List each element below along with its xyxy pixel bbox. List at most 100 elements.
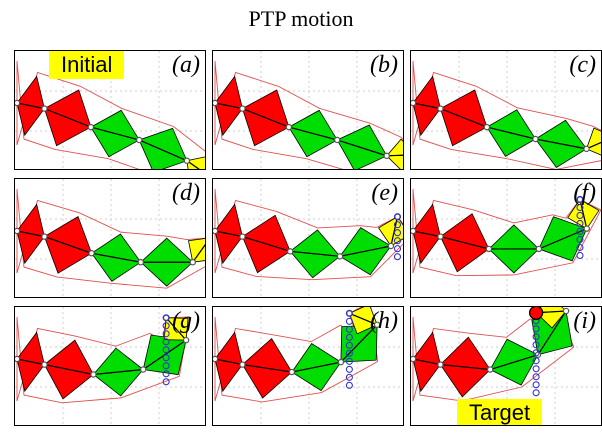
trajectory-point xyxy=(162,362,170,370)
trajectory-point xyxy=(576,243,584,252)
joint-marker xyxy=(437,233,444,240)
joint-marker xyxy=(411,355,417,363)
trajectory-point xyxy=(576,203,584,212)
trajectory-point xyxy=(576,211,584,220)
link-triangle xyxy=(139,261,194,287)
panel-e: (e) xyxy=(212,178,404,298)
trajectory-point xyxy=(162,330,170,338)
trajectory-point xyxy=(162,378,170,386)
panel-a: (a) Initial xyxy=(14,50,206,170)
trajectory-point xyxy=(576,219,584,228)
panel-c: (c) xyxy=(410,50,602,170)
trajectory-point xyxy=(576,251,584,260)
trajectory-point xyxy=(345,309,353,317)
panel-label: (c) xyxy=(569,52,596,78)
joint-marker xyxy=(15,99,21,107)
joint-marker xyxy=(437,361,444,368)
robot-diagram xyxy=(213,179,403,297)
joint-marker xyxy=(15,227,21,235)
joint-marker xyxy=(41,361,48,368)
link-triangle xyxy=(487,224,540,250)
joint-marker xyxy=(373,321,381,328)
workspace-hull xyxy=(214,60,403,169)
panel-label: (b) xyxy=(370,52,398,78)
joint-marker xyxy=(213,227,219,235)
trajectory-point xyxy=(162,354,170,362)
initial-badge: Initial xyxy=(49,51,125,79)
link-triangle xyxy=(139,237,194,263)
link-spine xyxy=(16,317,188,376)
trajectory-point xyxy=(162,314,170,322)
robot-diagram xyxy=(213,307,403,425)
trajectory-point xyxy=(345,357,353,365)
joint-marker xyxy=(583,145,590,153)
workspace-hull xyxy=(412,60,601,169)
panel-h: (h) xyxy=(212,306,404,426)
panel-b: (b) xyxy=(212,50,404,170)
trajectory-point xyxy=(393,245,402,253)
trajectory-point xyxy=(532,357,540,365)
joint-marker xyxy=(137,258,144,266)
link-spine xyxy=(412,199,588,250)
target-badge: Target xyxy=(457,399,543,425)
robot-diagram xyxy=(411,307,601,425)
trajectory-point xyxy=(345,381,353,389)
link-triangle xyxy=(439,336,492,371)
joint-marker xyxy=(411,227,417,235)
trajectory-point xyxy=(345,373,353,381)
joint-marker xyxy=(535,245,543,253)
panel-label: (g) xyxy=(172,308,200,334)
panel-label: (h) xyxy=(370,308,398,334)
link-spine xyxy=(412,310,568,371)
trajectory-point xyxy=(576,195,584,204)
joint-marker xyxy=(41,233,48,240)
trajectory-point xyxy=(393,253,402,261)
link-triangle xyxy=(385,138,403,157)
trajectory-point xyxy=(576,235,584,244)
trajectory-point xyxy=(532,389,540,397)
robot-diagram xyxy=(411,51,601,169)
link-triangle xyxy=(439,364,492,398)
joint-marker xyxy=(288,368,296,376)
link-spine xyxy=(16,102,200,169)
link-spine xyxy=(214,216,399,257)
joint-marker xyxy=(87,123,95,131)
robot-diagram xyxy=(15,307,205,425)
trajectory-point xyxy=(345,365,353,373)
panel-d: (d) xyxy=(14,178,206,298)
joint-marker xyxy=(183,157,191,164)
figure-title: PTP motion xyxy=(248,6,354,31)
trajectory-point xyxy=(345,333,353,341)
robot-diagram xyxy=(411,179,601,297)
trajectory-point xyxy=(576,227,584,236)
joint-marker xyxy=(182,336,190,344)
panel-label: (i) xyxy=(573,308,596,334)
joint-marker xyxy=(239,233,246,240)
trajectory-point xyxy=(345,349,353,357)
robot-diagram xyxy=(213,51,403,169)
panel-label: (a) xyxy=(172,52,200,78)
joint-marker xyxy=(387,242,395,250)
joint-marker xyxy=(135,136,143,144)
panel-g: (g) xyxy=(14,306,206,426)
trajectory-point xyxy=(393,213,402,221)
trajectory-point xyxy=(532,365,540,373)
joint-marker xyxy=(41,105,48,112)
workspace-hull xyxy=(16,60,205,169)
joint-marker xyxy=(437,105,444,112)
link-spine xyxy=(412,102,601,150)
joint-marker xyxy=(337,358,345,366)
workspace-hull xyxy=(16,316,191,404)
joint-marker xyxy=(139,366,147,373)
panel-label: (f) xyxy=(573,180,596,206)
joint-marker xyxy=(213,99,219,107)
joint-marker xyxy=(189,258,196,266)
trajectory-point xyxy=(393,221,402,229)
joint-marker xyxy=(15,355,21,363)
trajectory-point xyxy=(532,325,540,333)
workspace-hull xyxy=(412,188,601,277)
joint-marker xyxy=(383,152,390,160)
joint-marker xyxy=(532,135,539,143)
joint-marker xyxy=(90,371,97,378)
trajectory-point xyxy=(393,237,402,245)
